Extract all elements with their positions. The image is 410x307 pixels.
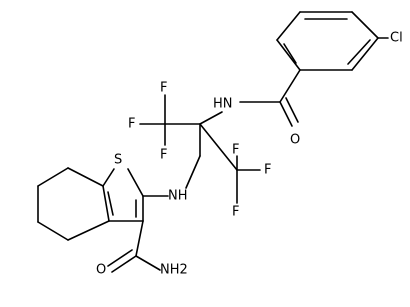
bonds: [37, 11, 389, 273]
bond: [37, 221, 69, 241]
bond: [347, 39, 371, 65]
bond: [285, 97, 299, 123]
bond: [102, 185, 110, 222]
bond: [107, 249, 133, 267]
bond: [111, 255, 137, 273]
atom-label-fluorine: F: [232, 143, 239, 158]
atom-label-cl: Cl: [390, 31, 403, 46]
atom-label-amide-o: O: [290, 133, 300, 148]
bond: [276, 11, 301, 41]
atom-label-amine-nh: NH: [168, 189, 188, 204]
bond: [199, 111, 223, 125]
atom-label-nh2: NH2: [160, 263, 188, 278]
atom-label-fluorine: F: [128, 117, 135, 132]
bond: [276, 39, 301, 71]
bond: [351, 37, 379, 71]
bond: [127, 168, 144, 197]
bond: [185, 155, 201, 189]
atom-label-fluorine: F: [264, 163, 271, 178]
atom-label-carboxamide-o: O: [96, 263, 106, 278]
bond: [199, 123, 238, 171]
bond: [107, 191, 114, 216]
bond: [135, 255, 161, 271]
bond: [135, 220, 144, 257]
atom-label-fluorine: F: [160, 81, 167, 96]
atom-label-sulfur: S: [114, 153, 122, 168]
bond: [102, 168, 115, 187]
bond: [67, 220, 110, 241]
bond: [279, 69, 301, 103]
atom-label-fluorine: F: [232, 205, 239, 220]
bond: [351, 11, 379, 39]
bond: [283, 43, 297, 64]
bond: [279, 101, 293, 127]
bond: [37, 167, 69, 187]
atom-labels: Cl HN O S NH NH2 O F F F F F F: [96, 31, 403, 278]
atom-label-amide-nh: HN: [213, 97, 233, 112]
atom-label-fluorine: F: [160, 148, 167, 163]
bond: [67, 167, 104, 187]
